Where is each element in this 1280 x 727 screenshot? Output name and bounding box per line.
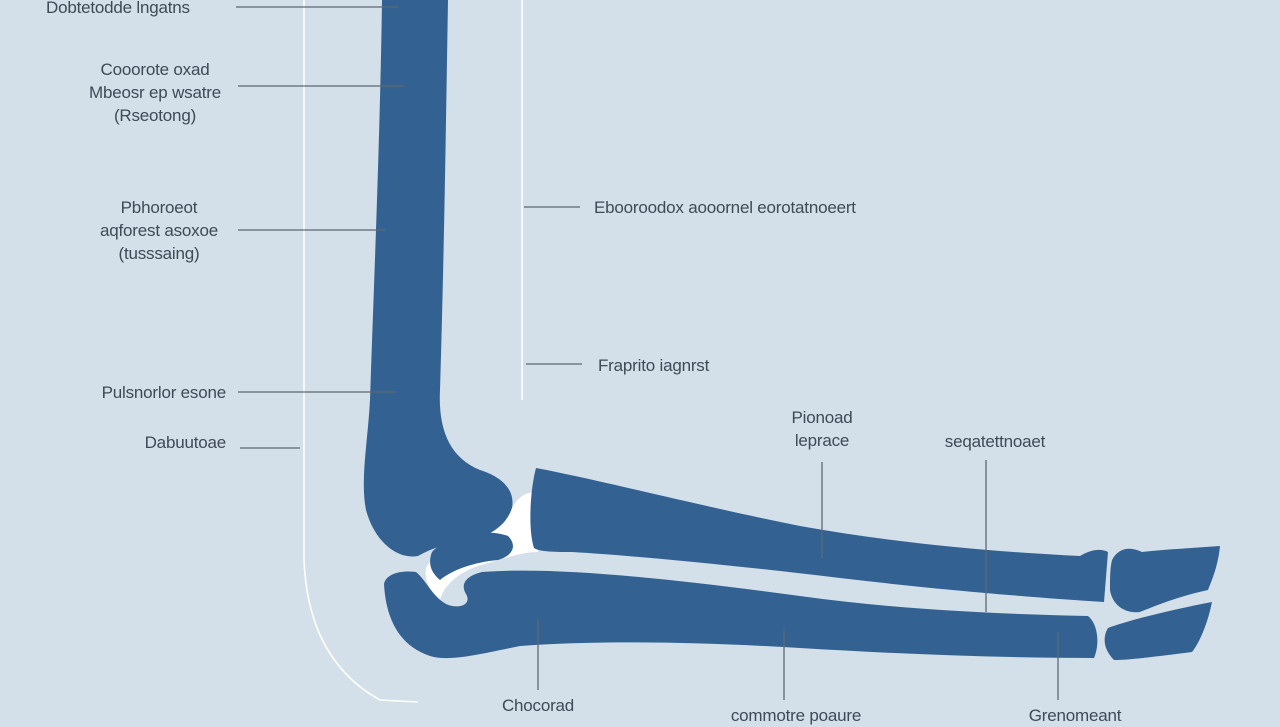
- label-bottom-2: commotre poaure: [730, 706, 862, 725]
- outline-curve: [303, 0, 419, 703]
- label-left-2-line-3: (tusssaing): [118, 244, 200, 263]
- label-right-1: Pionoad leprace: [762, 406, 882, 452]
- label-left-2: Pbhoroeot aqforest asoxoe (tusssaing): [70, 196, 248, 265]
- label-left-1: Cooorote oxad Mbeosr ep wsatre (Rseotong…: [70, 58, 240, 127]
- label-left-2-line-1: Pbhoroeot: [120, 198, 198, 217]
- label-right-1-line-1: Pionoad: [791, 408, 853, 427]
- label-right-2: seqatettnoaet: [944, 432, 1046, 451]
- label-bottom-3: Grenomeant: [1028, 706, 1122, 725]
- label-left-1-line-3: (Rseotong): [113, 106, 197, 125]
- label-left-1-line-2: Mbeosr ep wsatre: [89, 83, 221, 102]
- leader-lines: [236, 6, 1059, 700]
- label-bottom-1: Chocorad: [501, 696, 575, 715]
- label-mid-1: Ebooroodox aooornel eorotatnoeert: [594, 198, 856, 217]
- radial-head: [430, 532, 513, 580]
- label-top-left: Dobtetodde lngatns: [46, 0, 190, 17]
- label-left-1-line-1: Cooorote oxad: [100, 60, 210, 79]
- carpal-bone-upper: [1110, 546, 1220, 613]
- label-left-4: Dabuutoae: [144, 433, 227, 452]
- label-left-3: Pulsnorlor esone: [101, 383, 227, 402]
- label-left-2-line-2: aqforest asoxoe: [100, 221, 218, 240]
- radius-bone: [530, 468, 1108, 602]
- carpal-bone-lower: [1104, 602, 1212, 660]
- humerus-bone: [363, 0, 513, 557]
- label-mid-2: Fraprito iagnrst: [598, 356, 710, 375]
- ulna-bone: [384, 570, 1098, 659]
- label-right-1-line-2: leprace: [794, 431, 850, 450]
